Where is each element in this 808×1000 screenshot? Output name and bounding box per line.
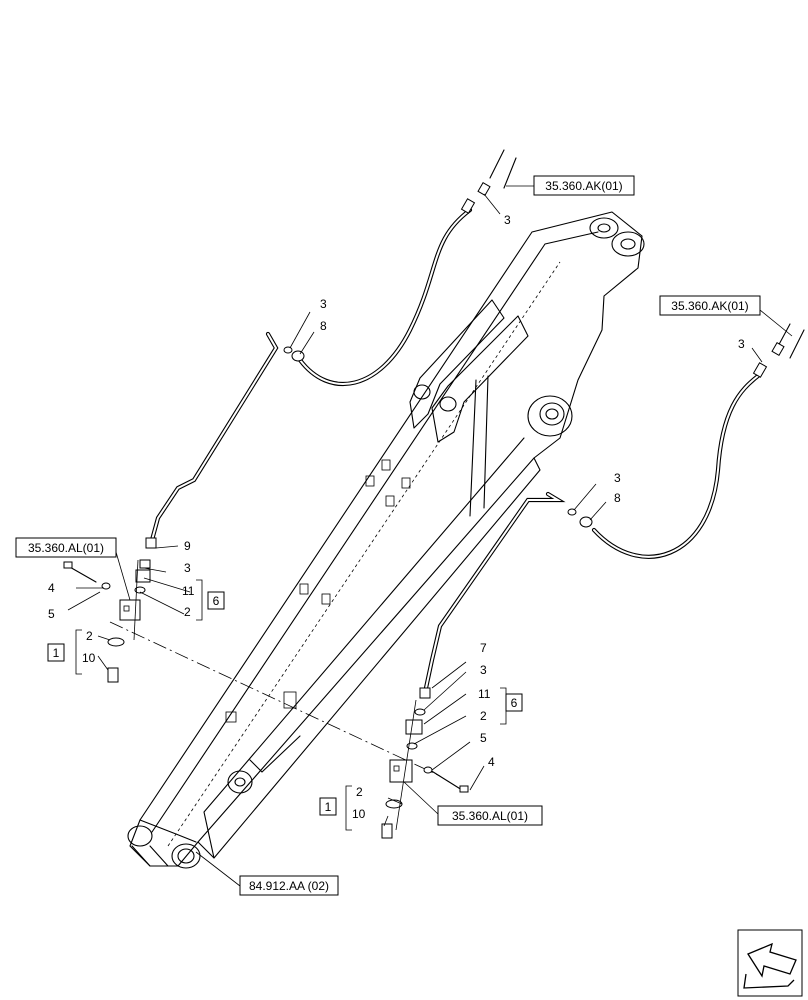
next-page-arrow-icon[interactable] [737,929,803,997]
reference-boxes: 35.360.AK(01) 35.360.AK(01) 35.360.AL(01… [15,175,761,896]
callout-left-5: 5 [48,607,55,621]
ref-ak-right[interactable]: 35.360.AK(01) [671,299,748,313]
right-valve-stack [381,699,469,839]
callout-left-11: 11 [182,584,195,598]
leader-lines [67,185,793,887]
callout-left-hose-8: 8 [320,319,327,333]
kit-boxes: 6 1 6 1 [47,591,523,816]
callout-left-9: 9 [184,539,191,553]
callout-left-2: 2 [184,605,191,619]
callout-right-11: 11 [478,687,491,701]
right-hose-assembly [419,362,768,699]
callout-right-hose-8: 8 [614,491,621,505]
callout-numbers: 3 3 8 3 3 8 9 3 11 2 4 5 2 10 7 3 11 2 5… [48,213,745,821]
callout-right-kit-2: 2 [356,785,363,799]
callout-left-3: 3 [184,561,191,575]
callout-right-kit-10: 10 [352,807,366,821]
callout-left-4: 4 [48,581,55,595]
kit-right-6: 6 [511,696,518,710]
callout-left-kit-2: 2 [86,629,93,643]
callout-top-3: 3 [504,213,511,227]
callout-right-hose-3: 3 [614,471,621,485]
kit-left-6: 6 [213,594,220,608]
ref-al-left[interactable]: 35.360.AL(01) [28,541,104,555]
kit-right-1: 1 [325,800,332,814]
left-valve-stack [63,559,151,683]
kit-left-1: 1 [53,646,60,660]
callout-left-kit-10: 10 [82,651,96,665]
ref-aa-bottom[interactable]: 84.912.AA (02) [249,879,329,893]
left-hose-assembly [145,198,476,549]
boom-arm [127,211,645,869]
callout-right-2: 2 [480,709,487,723]
ref-al-bottom[interactable]: 35.360.AL(01) [452,809,528,823]
ref-ak-top[interactable]: 35.360.AK(01) [545,179,622,193]
callout-right-5: 5 [480,731,487,745]
callout-right-4: 4 [488,755,495,769]
callout-right-3: 3 [480,663,487,677]
callout-right-top-3: 3 [738,337,745,351]
callout-right-7: 7 [480,641,487,655]
callout-left-hose-3: 3 [320,297,327,311]
